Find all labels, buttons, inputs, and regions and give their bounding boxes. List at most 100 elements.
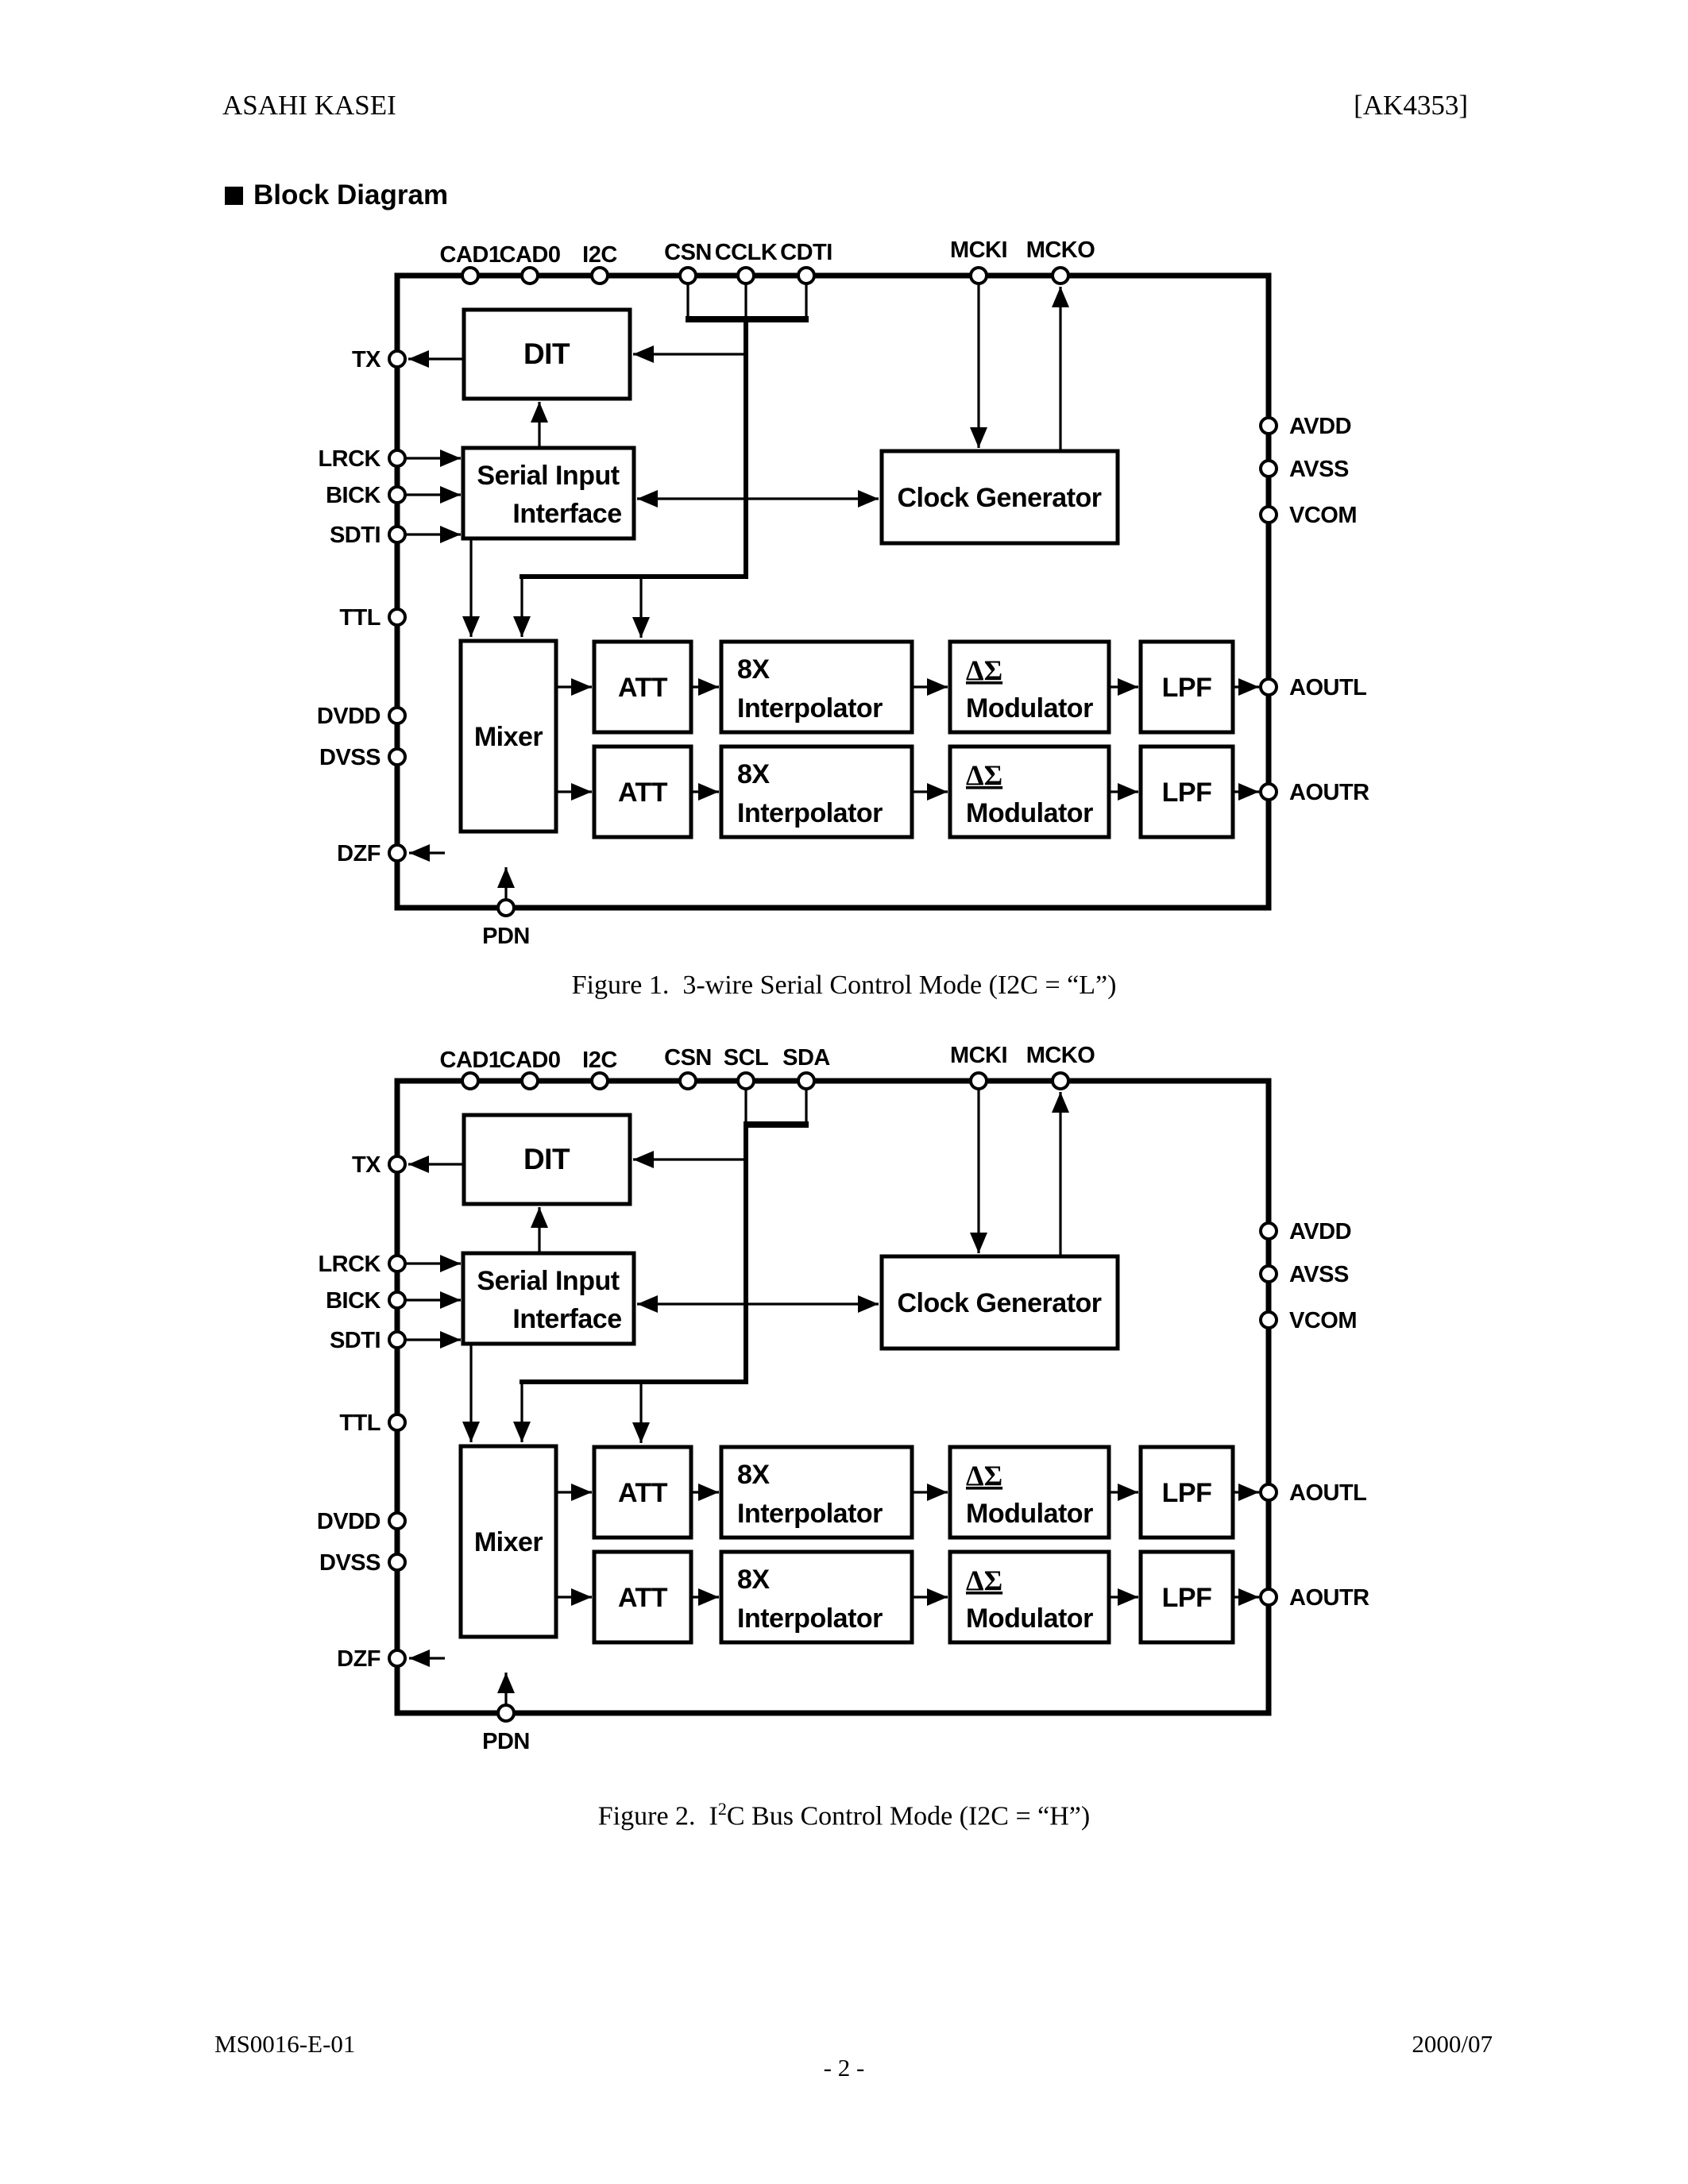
fig1-block-label-dit: DIT [523,338,570,370]
fig2-block-label-clock-gen: Clock Generator [897,1288,1101,1318]
fig2-pin-cad1 [461,1071,480,1090]
fig2-pin-scl [736,1071,755,1090]
fig1-pin-label-pdn: PDN [482,924,530,949]
fig2-pin-label-mcko: MCKO [1026,1043,1095,1068]
fig1-block-dit [462,307,632,401]
fig1-pin-label-dvdd: DVDD [317,704,380,729]
fig1-pin-tx [388,349,407,369]
fig2-control-bus-wires [513,1089,879,1443]
fig1-pin-label-aoutr: AOUTR [1289,780,1369,805]
fig1-pin-label-avdd: AVDD [1289,414,1351,439]
fig2-pin-bick [388,1291,407,1310]
section-heading: Block Diagram [225,179,448,211]
fig2-block-label-sii-2: Interface [512,1304,621,1334]
figure2-diagram: CAD1 CAD0 I2C CSN SCL SDA MCKI MCKO TX L… [317,1043,1370,1754]
fig1-control-bus-wires [513,284,879,638]
fig2-pin-label-mcki: MCKI [950,1043,1007,1068]
fig1-block-interpolator-l [719,639,914,735]
fig1-pin-cclk [736,266,755,285]
fig1-pin-label-cdti: CDTI [780,240,832,265]
fig1-pin-pdn [496,898,516,917]
fig2-pin-aoutl [1259,1483,1278,1502]
fig1-pin-dvss [388,747,407,766]
fig1-pin-label-dvss: DVSS [319,745,380,770]
footer-doc-id: MS0016-E-01 [214,2030,356,2058]
fig2-block-label-mixer: Mixer [474,1527,543,1557]
fig2-block-label-interp-r-1: 8X [737,1565,770,1595]
fig1-pin-label-cclk: CCLK [715,240,778,265]
fig1-block-label-sii-1: Serial Input [477,461,619,491]
fig1-chip-boundary [394,272,1272,911]
fig1-block-label-lpf-r: LPF [1162,778,1212,808]
figure1-diagram: CAD1 CAD0 I2C CSN CCLK CDTI MCKI MCKO TX… [317,237,1370,949]
fig2-block-lpf-l [1138,1445,1235,1540]
fig1-block-label-dsm-l-2: Modulator [966,693,1093,723]
fig1-block-label-lpf-l: LPF [1162,673,1212,703]
fig1-pin-mcko [1051,266,1070,285]
fig1-pin-dvdd [388,706,407,725]
footer-page-number: - 2 - [823,2054,865,2082]
fig2-block-label-att-l: ATT [618,1478,668,1508]
fig2-pin-i2c [590,1071,609,1090]
fig1-pin-ttl [388,608,407,627]
fig2-pin-label-tx: TX [352,1152,381,1178]
fig1-block-ds-modulator-l [948,639,1111,735]
fig2-clock-wires [970,1089,1069,1256]
fig2-block-att-r [592,1549,693,1645]
fig2-pin-mcki [969,1071,988,1090]
fig2-pin-pdn [496,1704,516,1723]
fig2-pin-vcom [1259,1310,1278,1329]
fig2-pin-label-scl: SCL [724,1045,769,1071]
fig1-pin-vcom [1259,505,1278,524]
fig2-block-att-l [592,1445,693,1540]
fig2-block-label-interp-l-1: 8X [737,1460,770,1490]
fig2-block-ds-modulator-l [948,1445,1111,1540]
fig1-block-clock-generator [879,449,1120,546]
fig2-block-label-lpf-l: LPF [1162,1478,1212,1508]
fig1-pin-cad1 [461,266,480,285]
fig1-block-att-r [592,744,693,839]
fig1-pin-cad0 [520,266,539,285]
fig2-pin-ttl [388,1413,407,1432]
fig1-pin-label-csn: CSN [664,240,712,265]
fig1-block-label-interp-r-2: Interpolator [737,798,883,828]
fig1-pin-bick [388,485,407,504]
fig2-pin-sda [797,1071,816,1090]
fig2-block-labels: DIT Serial Input Interface Clock Generat… [474,1143,1212,1634]
fig2-pin-label-pdn: PDN [482,1729,530,1754]
fig1-pin-label-sdti: SDTI [330,523,380,548]
fig2-pin-aoutr [1259,1588,1278,1607]
fig1-pin-label-mcko: MCKO [1026,237,1095,263]
fig2-block-label-sii-1: Serial Input [477,1266,619,1296]
fig1-block-label-att-r: ATT [618,778,668,808]
fig2-block-label-interp-r-2: Interpolator [737,1603,883,1634]
fig1-block-label-interp-l-1: 8X [737,654,770,685]
fig2-pin-dvss [388,1553,407,1572]
fig2-pin-label-dvdd: DVDD [317,1509,380,1534]
fig1-audio-path-wires [405,350,1259,899]
fig1-block-labels: DIT Serial Input Interface Clock Generat… [474,338,1212,828]
fig2-pin-label-bick: BICK [326,1288,380,1314]
fig1-pin-label-ttl: TTL [339,605,380,631]
fig1-block-label-mixer: Mixer [474,722,543,752]
figure2-caption-superscript: 2 [717,1799,727,1819]
fig2-block-label-interp-l-2: Interpolator [737,1499,883,1529]
fig1-block-serial-input-interface [461,446,636,541]
fig2-block-label-att-r: ATT [618,1583,668,1613]
fig1-pin-labels: CAD1 CAD0 I2C CSN CCLK CDTI MCKI MCKO TX… [317,237,1370,949]
fig1-block-label-sii-2: Interface [512,499,621,529]
figure2-caption: Figure 2. I2C Bus Control Mode (I2C = “H… [0,1799,1688,1831]
fig2-pin-label-i2c: I2C [582,1048,617,1073]
fig2-block-mixer [458,1444,558,1639]
figure1-caption: Figure 1. 3-wire Serial Control Mode (I2… [0,970,1688,1001]
fig2-chip-boundary [394,1078,1272,1716]
figure2-caption-pre: Figure 2. I [597,1801,718,1831]
fig2-block-label-dsm-r-2: Modulator [966,1603,1093,1634]
fig1-pin-label-bick: BICK [326,483,380,508]
fig2-pin-label-csn: CSN [664,1045,712,1071]
fig2-block-serial-input-interface [461,1251,636,1346]
fig1-block-lpf-r [1138,744,1235,839]
fig1-pin-label-avss: AVSS [1289,457,1349,482]
